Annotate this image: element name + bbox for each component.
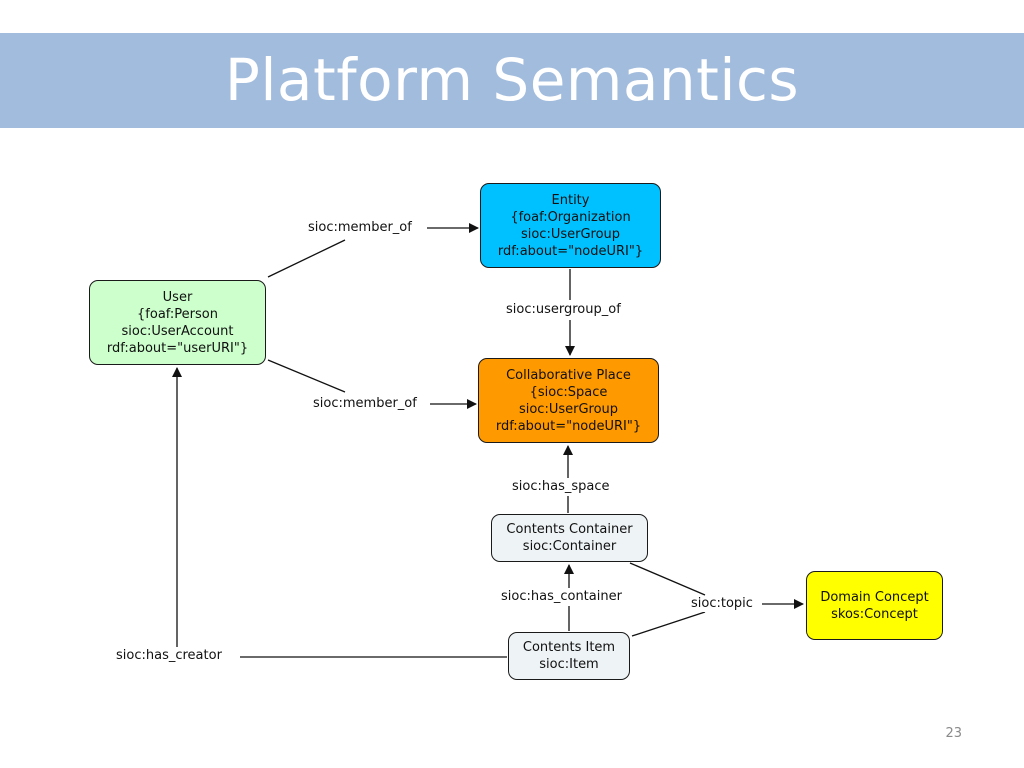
collab-line-2: {sioc:Space	[529, 384, 608, 400]
item-line-2: sioc:Item	[539, 657, 599, 672]
item-line-1: Contents Item	[522, 640, 616, 655]
domain-line-2: skos:Concept	[831, 606, 918, 622]
contents-container-node: Contents Container sioc:Container	[491, 514, 648, 562]
container-line-1: Contents Container	[506, 522, 633, 537]
entity-node: Entity {foaf:Organization sioc:UserGroup…	[480, 183, 661, 268]
entity-line-3: sioc:UserGroup	[520, 226, 621, 242]
entity-line-1: Entity	[551, 192, 590, 208]
contents-item-node: Contents Item sioc:Item	[508, 632, 630, 680]
entity-line-4: rdf:about="nodeURI"}	[497, 243, 644, 259]
user-node: User {foaf:Person sioc:UserAccount rdf:a…	[89, 280, 266, 365]
edge-user-to-member-label-bottom	[267, 359, 346, 393]
title-bar: Platform Semantics	[0, 33, 1024, 128]
collab-line-4: rdf:about="nodeURI"}	[495, 418, 642, 434]
collaborative-place-node: Collaborative Place {sioc:Space sioc:Use…	[478, 358, 659, 443]
edge-label-member-of-collab: sioc:member_of	[313, 396, 417, 412]
edge-label-has-container: sioc:has_container	[501, 589, 622, 605]
edge-label-has-space: sioc:has_space	[512, 479, 610, 495]
container-line-2: sioc:Container	[522, 539, 617, 554]
collab-line-1: Collaborative Place	[506, 367, 631, 383]
domain-line-1: Domain Concept	[820, 589, 929, 605]
slide-title: Platform Semantics	[224, 46, 800, 114]
edge-item-to-topic-label	[631, 611, 706, 637]
edge-label-member-of-entity: sioc:member_of	[308, 220, 412, 236]
user-line-2: {foaf:Person	[137, 306, 218, 322]
edge-label-topic: sioc:topic	[691, 596, 753, 612]
domain-concept-node: Domain Concept skos:Concept	[806, 571, 943, 640]
user-line-4: rdf:about="userURI"}	[106, 340, 249, 356]
edge-label-usergroup-of: sioc:usergroup_of	[506, 302, 621, 318]
collab-line-3: sioc:UserGroup	[518, 401, 619, 417]
entity-line-2: {foaf:Organization	[510, 209, 631, 225]
user-line-1: User	[162, 289, 193, 305]
edge-user-to-member-label-top	[267, 239, 346, 278]
edge-label-has-creator: sioc:has_creator	[116, 648, 222, 664]
edge-container-to-topic-label	[629, 562, 706, 596]
page-number: 23	[945, 726, 962, 741]
user-line-3: sioc:UserAccount	[121, 323, 234, 339]
